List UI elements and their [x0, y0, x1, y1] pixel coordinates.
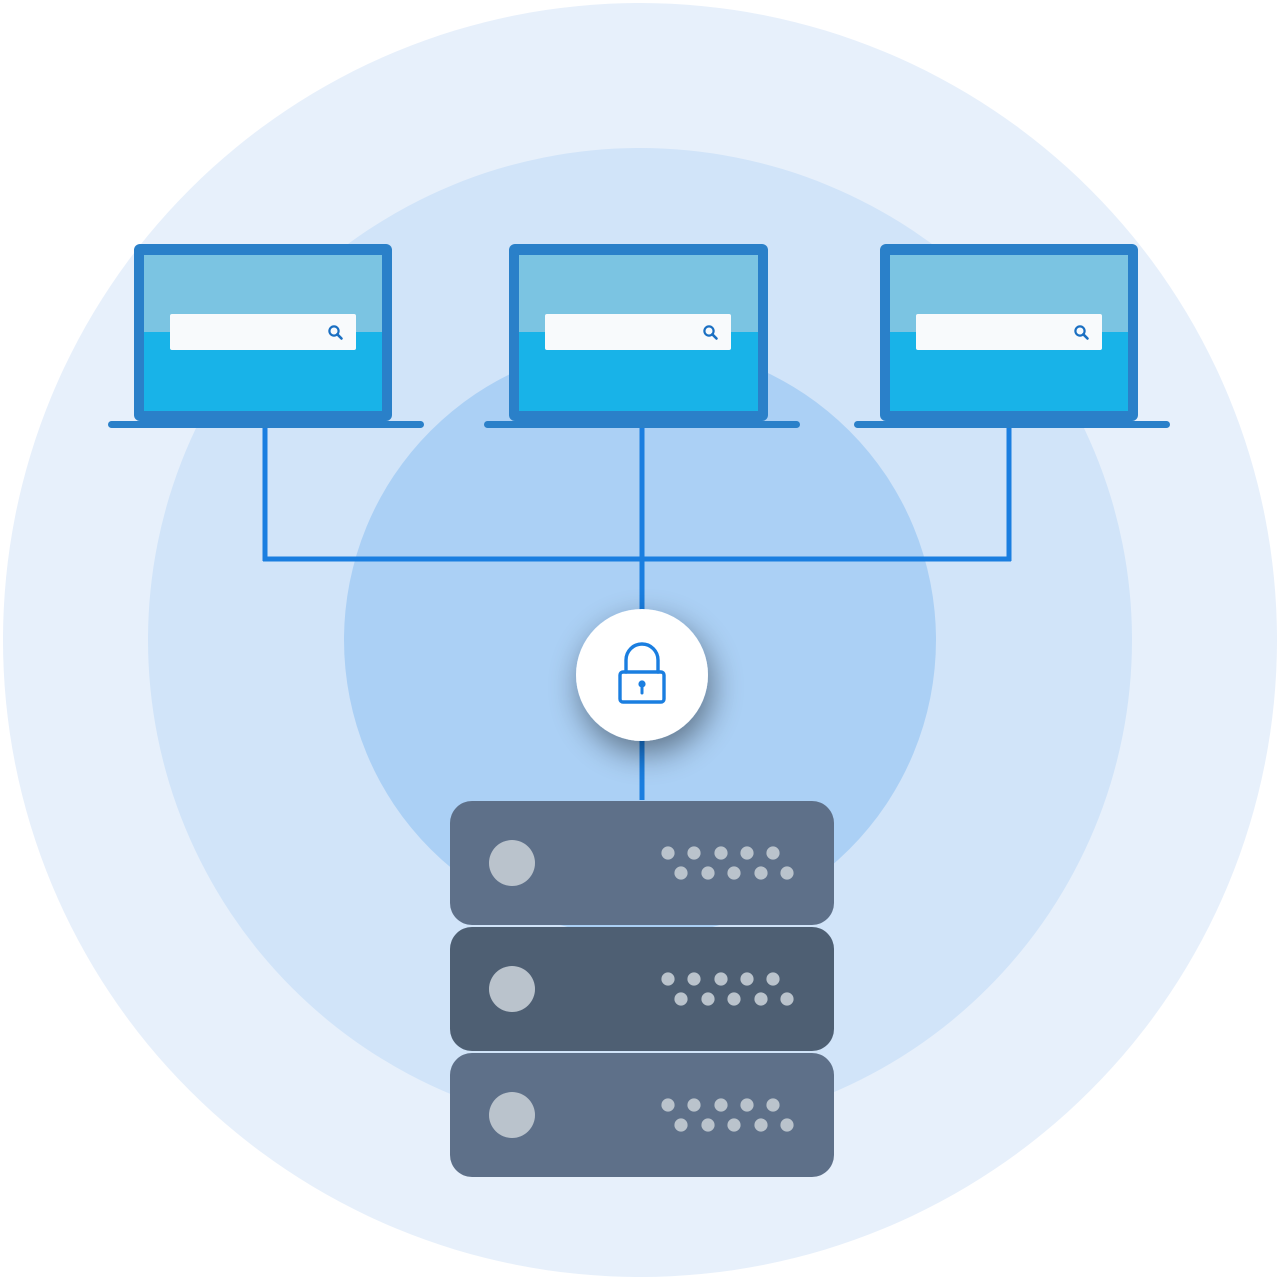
- server-vent-dot: [727, 1118, 741, 1132]
- server-vent-dot: [754, 1118, 768, 1132]
- server-unit-body: [450, 1053, 834, 1177]
- laptop-base: [108, 421, 424, 428]
- search-box[interactable]: [170, 314, 356, 350]
- server-vent-dot: [661, 1098, 675, 1112]
- lock-icon: [618, 642, 666, 704]
- server-vent-dot: [687, 846, 701, 860]
- server-vent-dot: [740, 972, 754, 986]
- server-vent-dot: [754, 992, 768, 1006]
- server-vent-dot: [766, 846, 780, 860]
- search-icon[interactable]: [1074, 325, 1089, 340]
- server-power-indicator: [489, 840, 535, 886]
- search-box[interactable]: [545, 314, 731, 350]
- server-vent-dot: [674, 1118, 688, 1132]
- server-power-indicator: [489, 1092, 535, 1138]
- server-vent-dot: [740, 846, 754, 860]
- laptop-base: [854, 421, 1170, 428]
- server-unit-body: [450, 927, 834, 1051]
- laptop-base: [484, 421, 800, 428]
- server-vent-dot: [714, 972, 728, 986]
- server-unit-middle: [450, 927, 834, 1051]
- server-vent-dot: [740, 1098, 754, 1112]
- server-vent-dot: [661, 972, 675, 986]
- server-unit-top: [450, 801, 834, 925]
- server-vent-dot: [727, 992, 741, 1006]
- laptop-right: [854, 244, 1170, 428]
- server-unit-bottom: [450, 1053, 834, 1177]
- server-vent-dot: [714, 1098, 728, 1112]
- laptop-center: [484, 244, 800, 428]
- server-vent-dot: [701, 992, 715, 1006]
- server-vent-dot: [661, 846, 675, 860]
- server-vent-dot: [714, 846, 728, 860]
- server-vent-dot: [727, 866, 741, 880]
- lock-badge[interactable]: [576, 609, 708, 741]
- server-vent-dot: [701, 866, 715, 880]
- server-vent-dot: [687, 1098, 701, 1112]
- server-vent-dot: [766, 1098, 780, 1112]
- server-vent-dot: [780, 1118, 794, 1132]
- laptop-left: [108, 244, 424, 428]
- server-stack: [450, 801, 834, 1177]
- search-box[interactable]: [916, 314, 1102, 350]
- server-vent-dot: [674, 992, 688, 1006]
- server-vent-dot: [754, 866, 768, 880]
- search-icon[interactable]: [328, 325, 343, 340]
- server-vent-dot: [780, 992, 794, 1006]
- server-vent-dot: [766, 972, 780, 986]
- search-icon[interactable]: [703, 325, 718, 340]
- server-unit-body: [450, 801, 834, 925]
- server-vent-dot: [780, 866, 794, 880]
- server-vent-dot: [701, 1118, 715, 1132]
- server-vent-dot: [687, 972, 701, 986]
- server-power-indicator: [489, 966, 535, 1012]
- server-vent-dot: [674, 866, 688, 880]
- lock-circle: [576, 609, 708, 741]
